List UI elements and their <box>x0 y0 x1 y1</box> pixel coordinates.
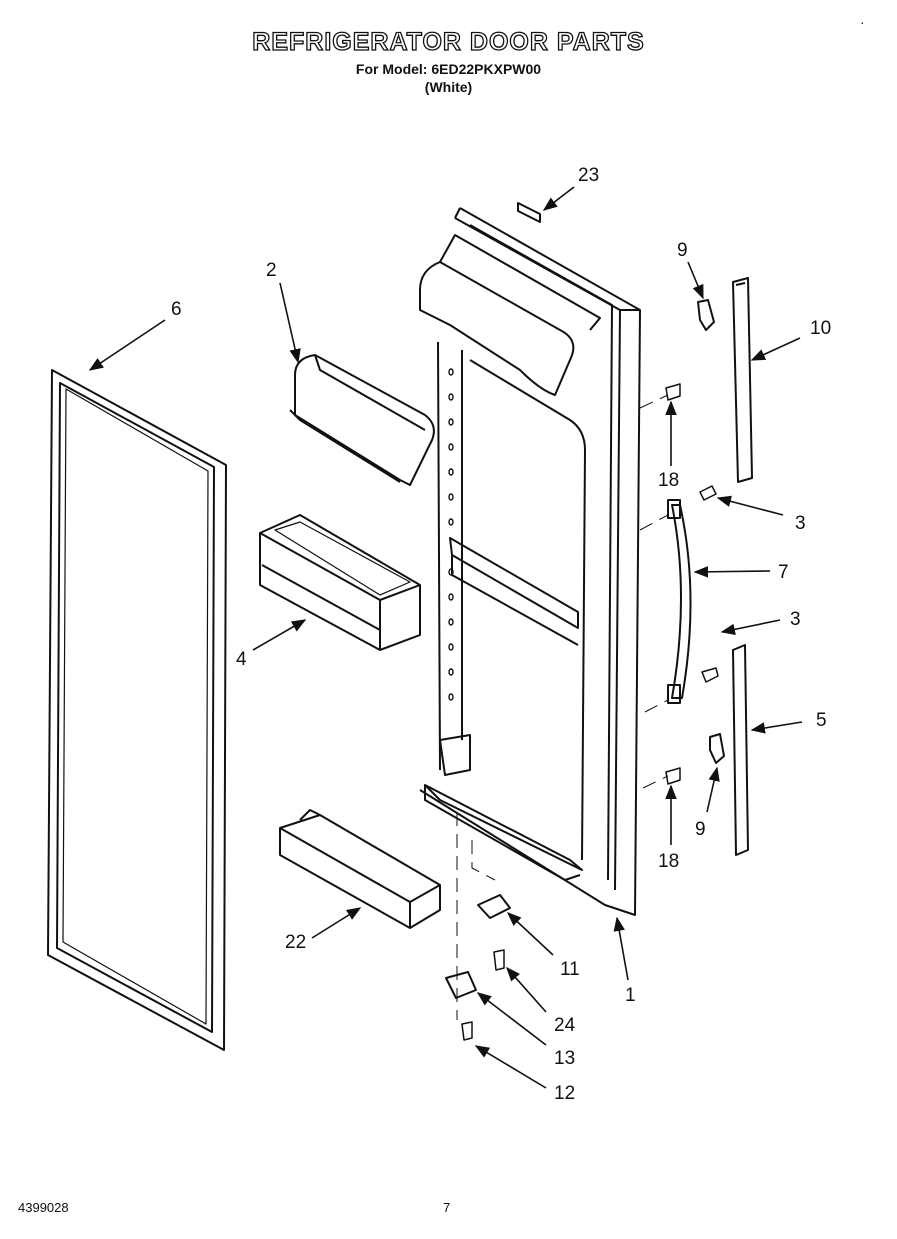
door-bin-part <box>259 514 421 651</box>
washer-part <box>461 1021 473 1041</box>
callout-6: 6 <box>171 299 182 320</box>
callout-24: 24 <box>554 1015 576 1036</box>
callout-3-top: 3 <box>795 513 806 534</box>
dairy-door-part <box>289 354 435 486</box>
handle-part <box>667 499 692 704</box>
callout-12: 12 <box>554 1083 575 1104</box>
model-line: For Model: 6ED22PKXPW00 <box>355 61 542 77</box>
callout-18-top: 18 <box>658 470 679 491</box>
callout-9-top: 9 <box>677 240 688 261</box>
callout-11: 11 <box>560 959 580 980</box>
color-line: (White) <box>424 79 473 95</box>
callout-10: 10 <box>810 318 831 339</box>
callout-3-bottom: 3 <box>790 609 801 630</box>
corner-mark: · <box>860 14 865 30</box>
document-code: 4399028 <box>18 1200 69 1215</box>
callout-9-bottom: 9 <box>695 819 706 840</box>
callout-23: 23 <box>578 165 599 186</box>
label-part <box>517 202 541 223</box>
lower-bin-part <box>279 809 441 929</box>
callout-4: 4 <box>236 649 247 670</box>
callout-22: 22 <box>285 932 306 953</box>
page-title: REFRIGERATOR DOOR PARTS <box>252 27 645 56</box>
callout-1: 1 <box>625 985 636 1006</box>
hinge-bracket-part <box>477 894 511 919</box>
callout-7: 7 <box>778 562 789 583</box>
callout-2: 2 <box>266 260 277 281</box>
hinge-block-part <box>445 971 477 999</box>
trim-top-part <box>732 277 753 483</box>
hinge-screw-part <box>493 949 505 971</box>
callout-18-bottom: 18 <box>658 851 679 872</box>
trim-bottom-part <box>732 644 749 856</box>
page-number: 7 <box>443 1200 451 1215</box>
callout-13: 13 <box>554 1048 575 1069</box>
door-gasket-part <box>47 369 227 1051</box>
clip-top-part <box>697 299 715 331</box>
screw-parts <box>665 383 719 785</box>
callout-5: 5 <box>816 710 827 731</box>
clip-bottom-part <box>709 733 725 764</box>
door-assembly-part <box>419 207 641 916</box>
